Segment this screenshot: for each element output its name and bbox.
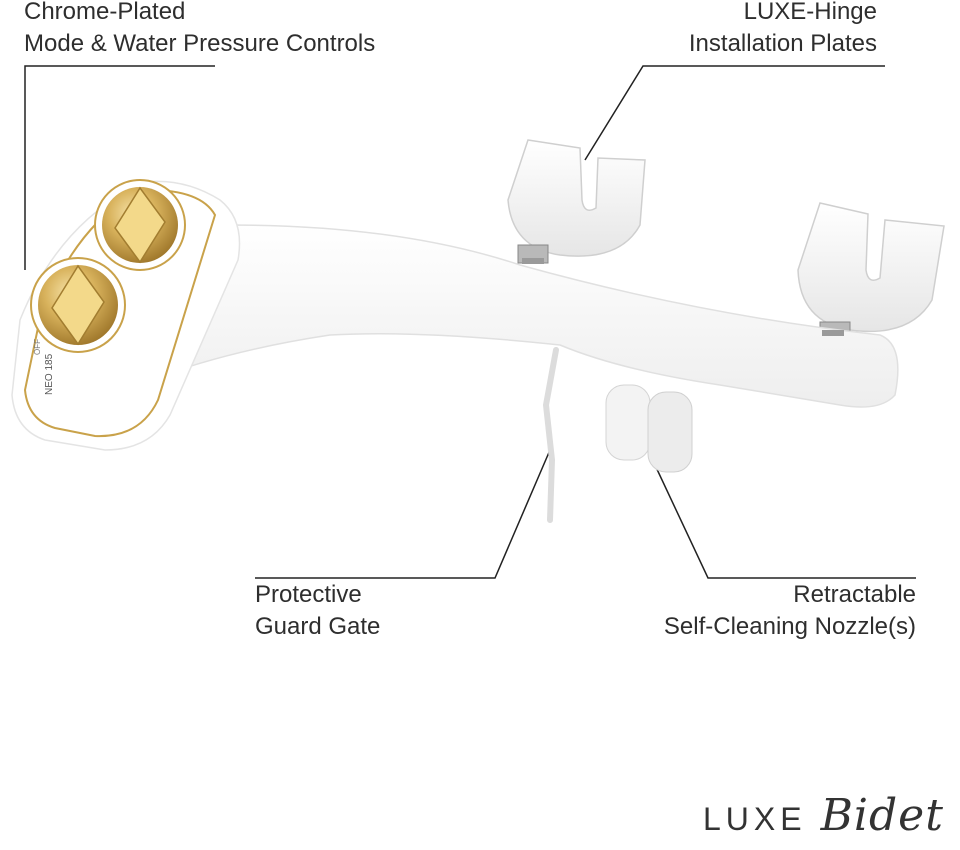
panel-model-text: NEO 185 bbox=[44, 353, 55, 395]
leader-gate bbox=[255, 449, 551, 579]
callout-gate: Protective Guard Gate bbox=[255, 579, 380, 643]
callout-hinge: LUXE-Hinge Installation Plates bbox=[689, 0, 877, 60]
pressure-dial bbox=[30, 257, 126, 353]
brand-logo-script: Bidet bbox=[820, 790, 944, 841]
brand-logo-word: LUXE bbox=[703, 801, 807, 837]
callout-nozzle: Retractable Self-Cleaning Nozzle(s) bbox=[664, 579, 916, 643]
callout-gate-line2: Guard Gate bbox=[255, 613, 381, 640]
callout-controls-line1: Chrome-Plated bbox=[24, 0, 186, 25]
mode-dial bbox=[94, 179, 186, 271]
hinge-connectors bbox=[522, 258, 844, 336]
nozzle-assembly bbox=[605, 384, 693, 473]
leader-controls bbox=[24, 65, 215, 270]
callout-nozzle-line2: Self-Cleaning Nozzle(s) bbox=[663, 613, 916, 640]
bidet-arm bbox=[128, 224, 899, 408]
leader-hinge bbox=[584, 65, 885, 161]
guard-gate bbox=[542, 347, 559, 523]
callout-gate-line1: Protective bbox=[255, 581, 362, 608]
hinge-plate-left bbox=[507, 139, 646, 264]
control-housing: NEO 185 OFF bbox=[11, 179, 241, 451]
panel-off-label: OFF bbox=[33, 339, 42, 355]
callout-hinge-line2: Installation Plates bbox=[688, 30, 877, 57]
leader-nozzle bbox=[654, 464, 916, 579]
brand-logo: LUXE Bidet bbox=[703, 790, 944, 850]
callout-controls: Chrome-Plated Mode & Water Pressure Cont… bbox=[24, 0, 375, 60]
callout-controls-line2: Mode & Water Pressure Controls bbox=[24, 30, 376, 57]
callout-leader-lines bbox=[24, 65, 916, 579]
callout-hinge-line1: LUXE-Hinge bbox=[743, 0, 877, 25]
hinge-plate-right bbox=[797, 202, 945, 339]
callout-nozzle-line1: Retractable bbox=[793, 581, 916, 608]
